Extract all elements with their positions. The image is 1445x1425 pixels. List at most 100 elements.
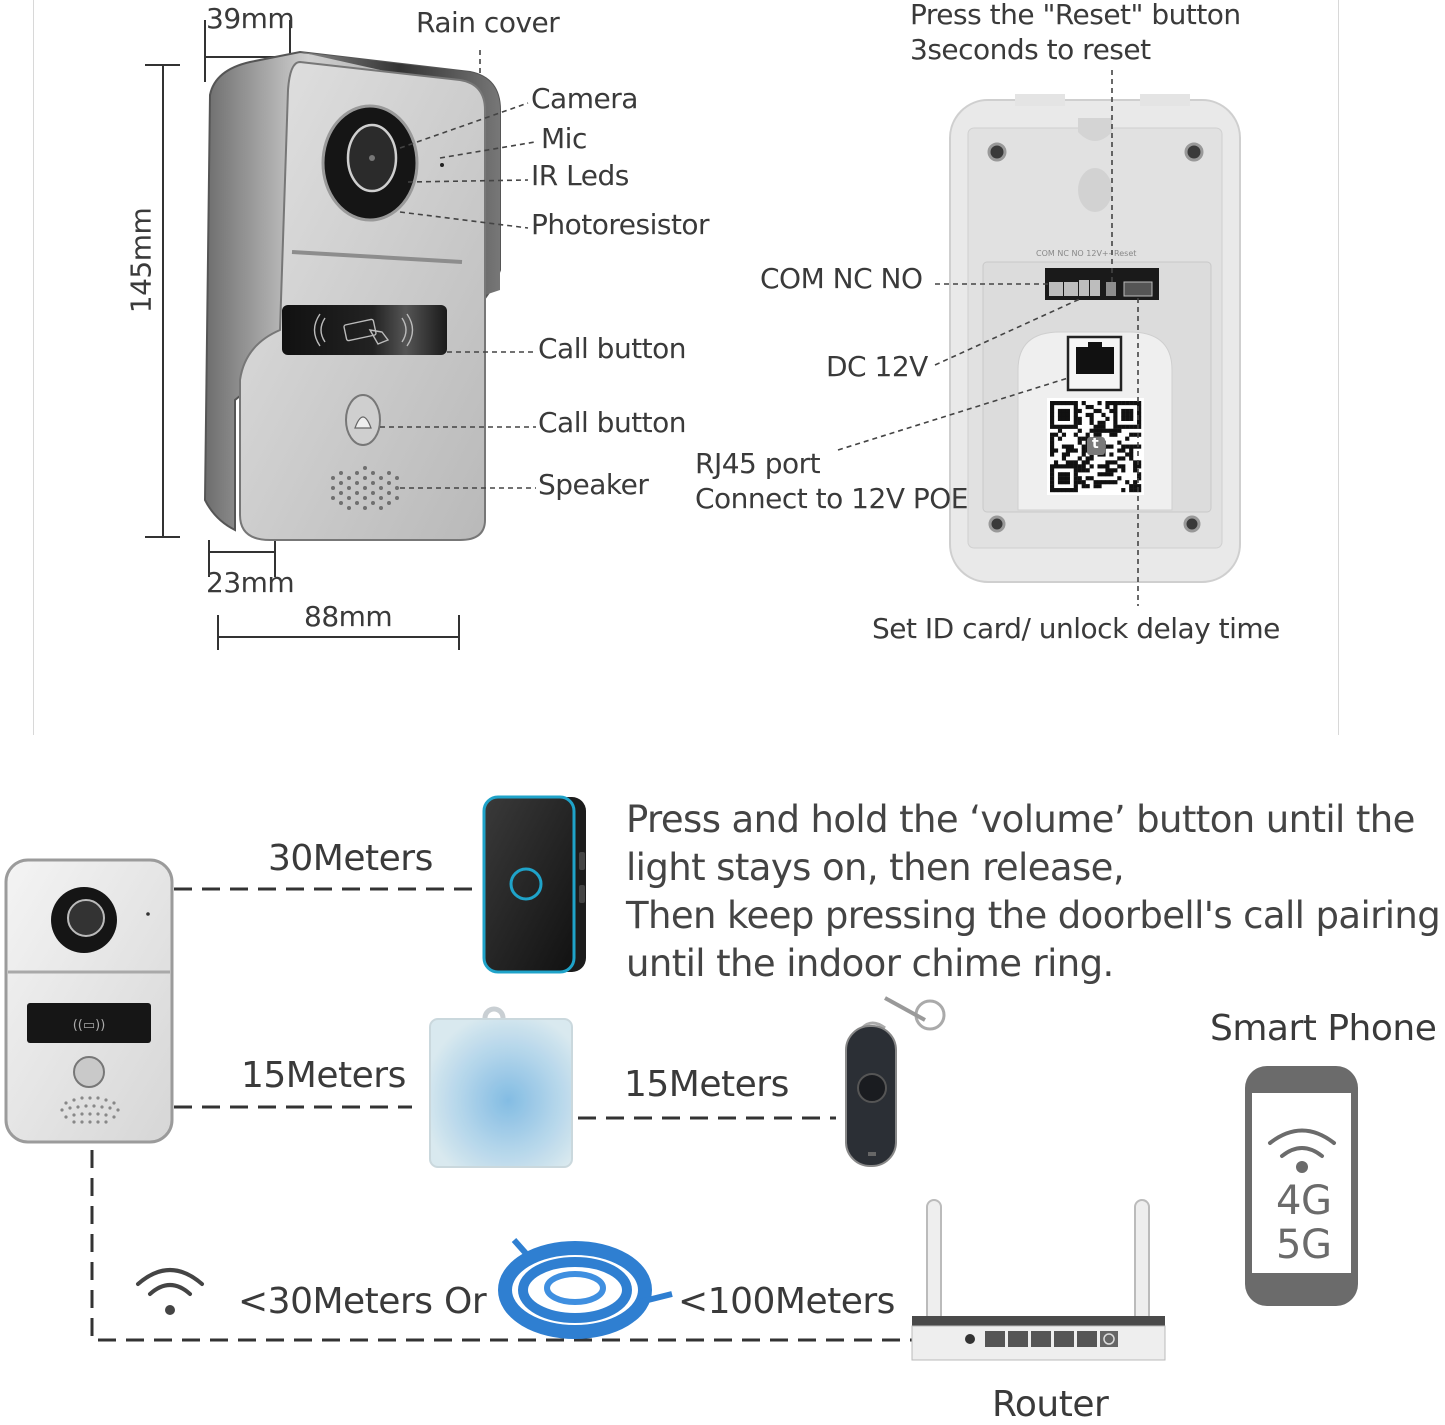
- qr-module: [1137, 476, 1142, 481]
- callout-dip-switch: Set ID card/ unlock delay time: [872, 612, 1280, 645]
- qr-module: [1125, 444, 1130, 449]
- qr-module: [1129, 488, 1134, 493]
- qr-module: [1129, 484, 1134, 489]
- qr-module: [1050, 416, 1055, 421]
- qr-module: [1129, 452, 1134, 457]
- qr-module: [1097, 480, 1102, 485]
- qr-module: [1077, 436, 1082, 441]
- qr-module: [1061, 480, 1067, 485]
- qr-module: [1050, 444, 1055, 449]
- qr-module: [1057, 464, 1063, 469]
- qr-module: [1050, 448, 1055, 453]
- qr-module: [1061, 444, 1067, 449]
- qr-module: [1050, 488, 1055, 493]
- qr-module: [1121, 408, 1126, 414]
- instruction-line: light stays on, then release,: [626, 846, 1125, 889]
- qr-module: [1137, 404, 1142, 410]
- qr-module: [1061, 412, 1067, 418]
- dimension-depth-bottom: 23mm: [206, 566, 295, 599]
- qr-module: [1089, 420, 1094, 425]
- qr-module: [1073, 464, 1078, 469]
- qr-module: [1050, 408, 1055, 414]
- smartphone-icon: [1245, 1066, 1358, 1306]
- qr-module: [1089, 464, 1094, 469]
- qr-module: [1097, 408, 1102, 414]
- qr-module: [1065, 444, 1070, 449]
- qr-module: [1133, 480, 1138, 485]
- qr-module: [1121, 464, 1126, 469]
- qr-module: [1129, 432, 1134, 437]
- callout-camera: Camera: [531, 82, 638, 115]
- callout-ir-leds: IR Leds: [531, 159, 629, 192]
- qr-module: [1105, 468, 1110, 473]
- qr-module: [1050, 484, 1055, 489]
- router: [911, 1199, 1166, 1361]
- qr-module: [1133, 432, 1138, 437]
- qr-module: [1057, 472, 1063, 477]
- qr-module: [1097, 420, 1102, 425]
- qr-module: [1105, 428, 1110, 433]
- callout-rj45-port: RJ45 port: [695, 447, 821, 480]
- qr-module: [1089, 412, 1094, 418]
- qr-module: [1081, 436, 1086, 441]
- qr-module: [1129, 448, 1134, 453]
- dimension-lines: [145, 20, 460, 650]
- qr-module: [1101, 464, 1106, 469]
- qr-module: [1085, 432, 1090, 437]
- qr-module: [1061, 472, 1067, 477]
- callout-rain-cover: Rain cover: [416, 6, 560, 39]
- qr-module: [1057, 408, 1063, 414]
- qr-module: [1061, 408, 1067, 414]
- qr-module: [1050, 404, 1055, 410]
- qr-module: [1125, 412, 1130, 418]
- qr-module: [1125, 408, 1130, 414]
- qr-module: [1101, 480, 1106, 485]
- back-view-bracket: [837, 70, 1241, 606]
- qr-module: [1065, 424, 1070, 429]
- reset-note-line1: Press the "Reset" button: [910, 0, 1241, 31]
- qr-module: [1073, 484, 1078, 489]
- qr-module: [1050, 424, 1055, 429]
- connection-lines: [90, 887, 912, 1342]
- qr-module: [1073, 404, 1078, 410]
- qr-module: [1089, 404, 1094, 410]
- qr-module: [1065, 464, 1070, 469]
- doorbell-unit: ((▭)): [4, 858, 174, 1144]
- qr-module: [1069, 424, 1074, 429]
- qr-module: [1057, 436, 1063, 441]
- qr-module: [1109, 472, 1114, 477]
- qr-module: [1137, 420, 1142, 425]
- qr-module: [1133, 460, 1138, 465]
- qr-module: [1109, 444, 1114, 449]
- qr-module: [1101, 412, 1106, 418]
- qr-module: [1117, 401, 1122, 406]
- qr-module: [1093, 424, 1098, 429]
- qr-module: [1073, 401, 1078, 406]
- qr-module: [1050, 476, 1055, 481]
- qr-module: [1121, 448, 1126, 453]
- qr-module: [1077, 464, 1082, 469]
- qr-module: [1117, 424, 1122, 429]
- instruction-line: Press and hold the ‘volume’ button until…: [626, 798, 1415, 841]
- qr-module: [1050, 480, 1055, 485]
- qr-module: [1065, 416, 1070, 421]
- qr-module: [1073, 420, 1078, 425]
- callout-dc-12v: DC 12V: [826, 350, 928, 383]
- qr-module: [1105, 416, 1110, 421]
- qr-module: [1105, 464, 1110, 469]
- relay-distance-label: 15Meters: [241, 1055, 406, 1096]
- panel-border-left: [33, 0, 34, 735]
- qr-module: [1137, 408, 1142, 414]
- qr-module: [1085, 476, 1090, 481]
- qr-module: [1050, 452, 1055, 457]
- qr-module: [1081, 448, 1086, 453]
- qr-module: [1125, 401, 1130, 406]
- qr-module: [1109, 480, 1114, 485]
- qr-module: [1085, 484, 1090, 489]
- callout-rj45-poe: Connect to 12V POE: [695, 482, 968, 515]
- qr-module: [1081, 468, 1086, 473]
- qr-module: [1137, 432, 1142, 437]
- qr-module: [1121, 416, 1126, 421]
- remote-key-fob: [845, 996, 946, 1167]
- qr-module: [1113, 408, 1118, 414]
